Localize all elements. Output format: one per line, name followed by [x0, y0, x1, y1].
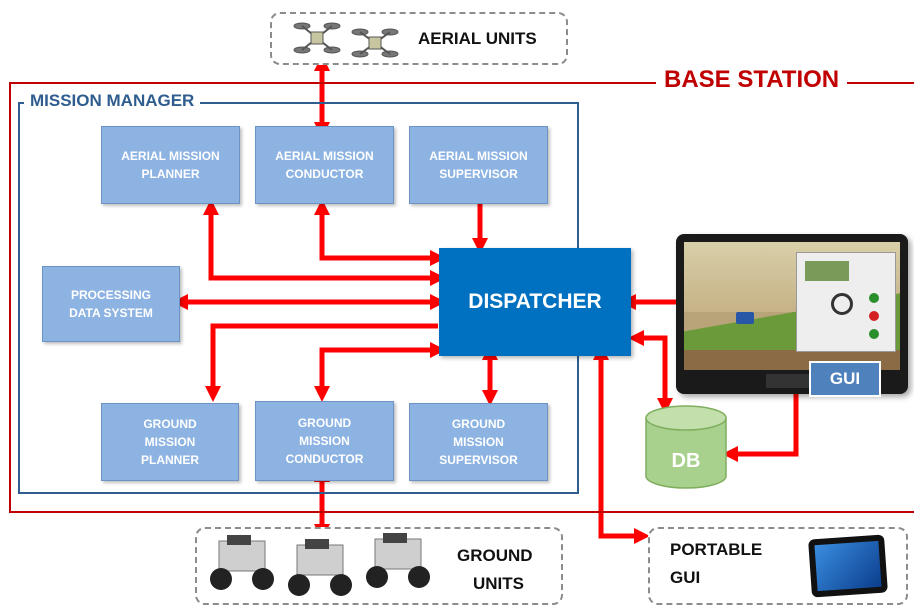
aerial-mission-planner: AERIAL MISSION PLANNER	[101, 126, 240, 204]
ground-units-label-1: GROUND	[457, 546, 533, 565]
tractor-icon	[736, 312, 754, 324]
mission-manager-title: MISSION MANAGER	[24, 91, 201, 111]
gui-label: GUI	[809, 361, 881, 397]
base-station-frame	[9, 82, 914, 513]
db-label: DB	[671, 450, 701, 472]
ground-mission-supervisor: GROUND MISSION SUPERVISOR	[409, 403, 548, 481]
aerial-mission-conductor: AERIAL MISSION CONDUCTOR	[255, 126, 394, 204]
processing-data-system: PROCESSING DATA SYSTEM	[42, 266, 180, 342]
gui-panel	[796, 252, 896, 352]
arrow-dispatcher-db	[627, 329, 674, 415]
portable-gui-label-1: PORTABLE	[670, 540, 763, 559]
tablet-icon	[808, 534, 888, 598]
drone-icon	[293, 22, 399, 58]
arrow-planner-dispatcher	[202, 198, 447, 287]
ground-units-box: GROUND UNITS	[195, 527, 563, 605]
dispatcher-box: DISPATCHER	[439, 248, 631, 356]
base-station-title: BASE STATION	[656, 66, 848, 94]
arrow-conductor-dispatcher	[313, 198, 447, 267]
arrow-dispatcher-portable	[592, 343, 651, 545]
dispatcher-label: DISPATCHER	[468, 290, 602, 313]
ground-mission-planner: GROUND MISSION PLANNER	[101, 403, 239, 481]
portable-gui-box: PORTABLE GUI	[648, 527, 908, 605]
arrow-ground-conductor-dispatcher	[313, 341, 447, 403]
arrow-db-gui	[721, 369, 805, 463]
arrow-ground-planner-dispatcher	[204, 323, 438, 403]
ground-mission-conductor: GROUND MISSION CONDUCTOR	[255, 401, 394, 481]
aerial-units-box: AERIAL UNITS	[270, 12, 568, 65]
ground-units-label-2: UNITS	[473, 574, 524, 593]
aerial-units-label: AERIAL UNITS	[418, 29, 537, 48]
ground-robot-icon	[210, 533, 430, 596]
aerial-mission-supervisor: AERIAL MISSION SUPERVISOR	[409, 126, 548, 204]
portable-gui-label-2: GUI	[670, 568, 701, 587]
